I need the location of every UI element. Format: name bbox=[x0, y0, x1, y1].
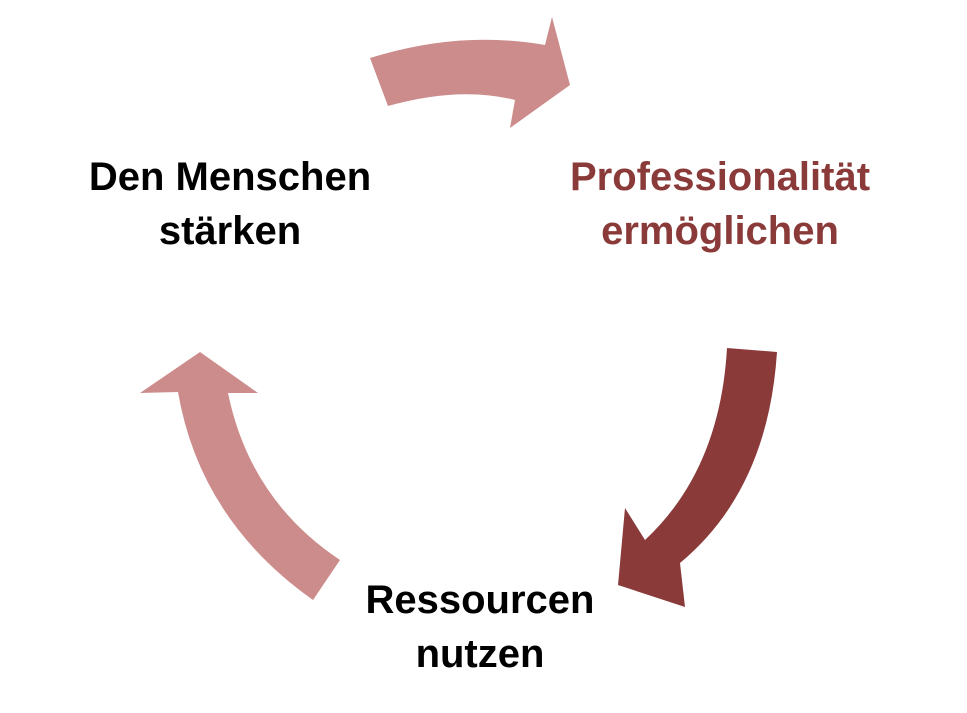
arrow-ressourcen-to-staerken bbox=[140, 352, 340, 600]
node-label-line: Ressourcen bbox=[365, 578, 595, 622]
arrow-staerken-to-professionalitaet bbox=[370, 17, 570, 128]
node-label-den-menschen-staerken: Den Menschen stärken bbox=[40, 150, 420, 258]
node-label-line: ermöglichen bbox=[601, 209, 839, 253]
node-label-ressourcen-nutzen: Ressourcen nutzen bbox=[300, 573, 660, 681]
node-label-line: Professionalität bbox=[569, 155, 871, 199]
node-label-professionalitaet-ermoeglichen: Professionalität ermöglichen bbox=[510, 150, 930, 258]
node-label-line: nutzen bbox=[415, 632, 545, 676]
arrow-professionalitaet-to-ressourcen bbox=[618, 348, 777, 607]
node-label-line: stärken bbox=[158, 209, 302, 253]
node-label-line: Den Menschen bbox=[88, 155, 372, 199]
